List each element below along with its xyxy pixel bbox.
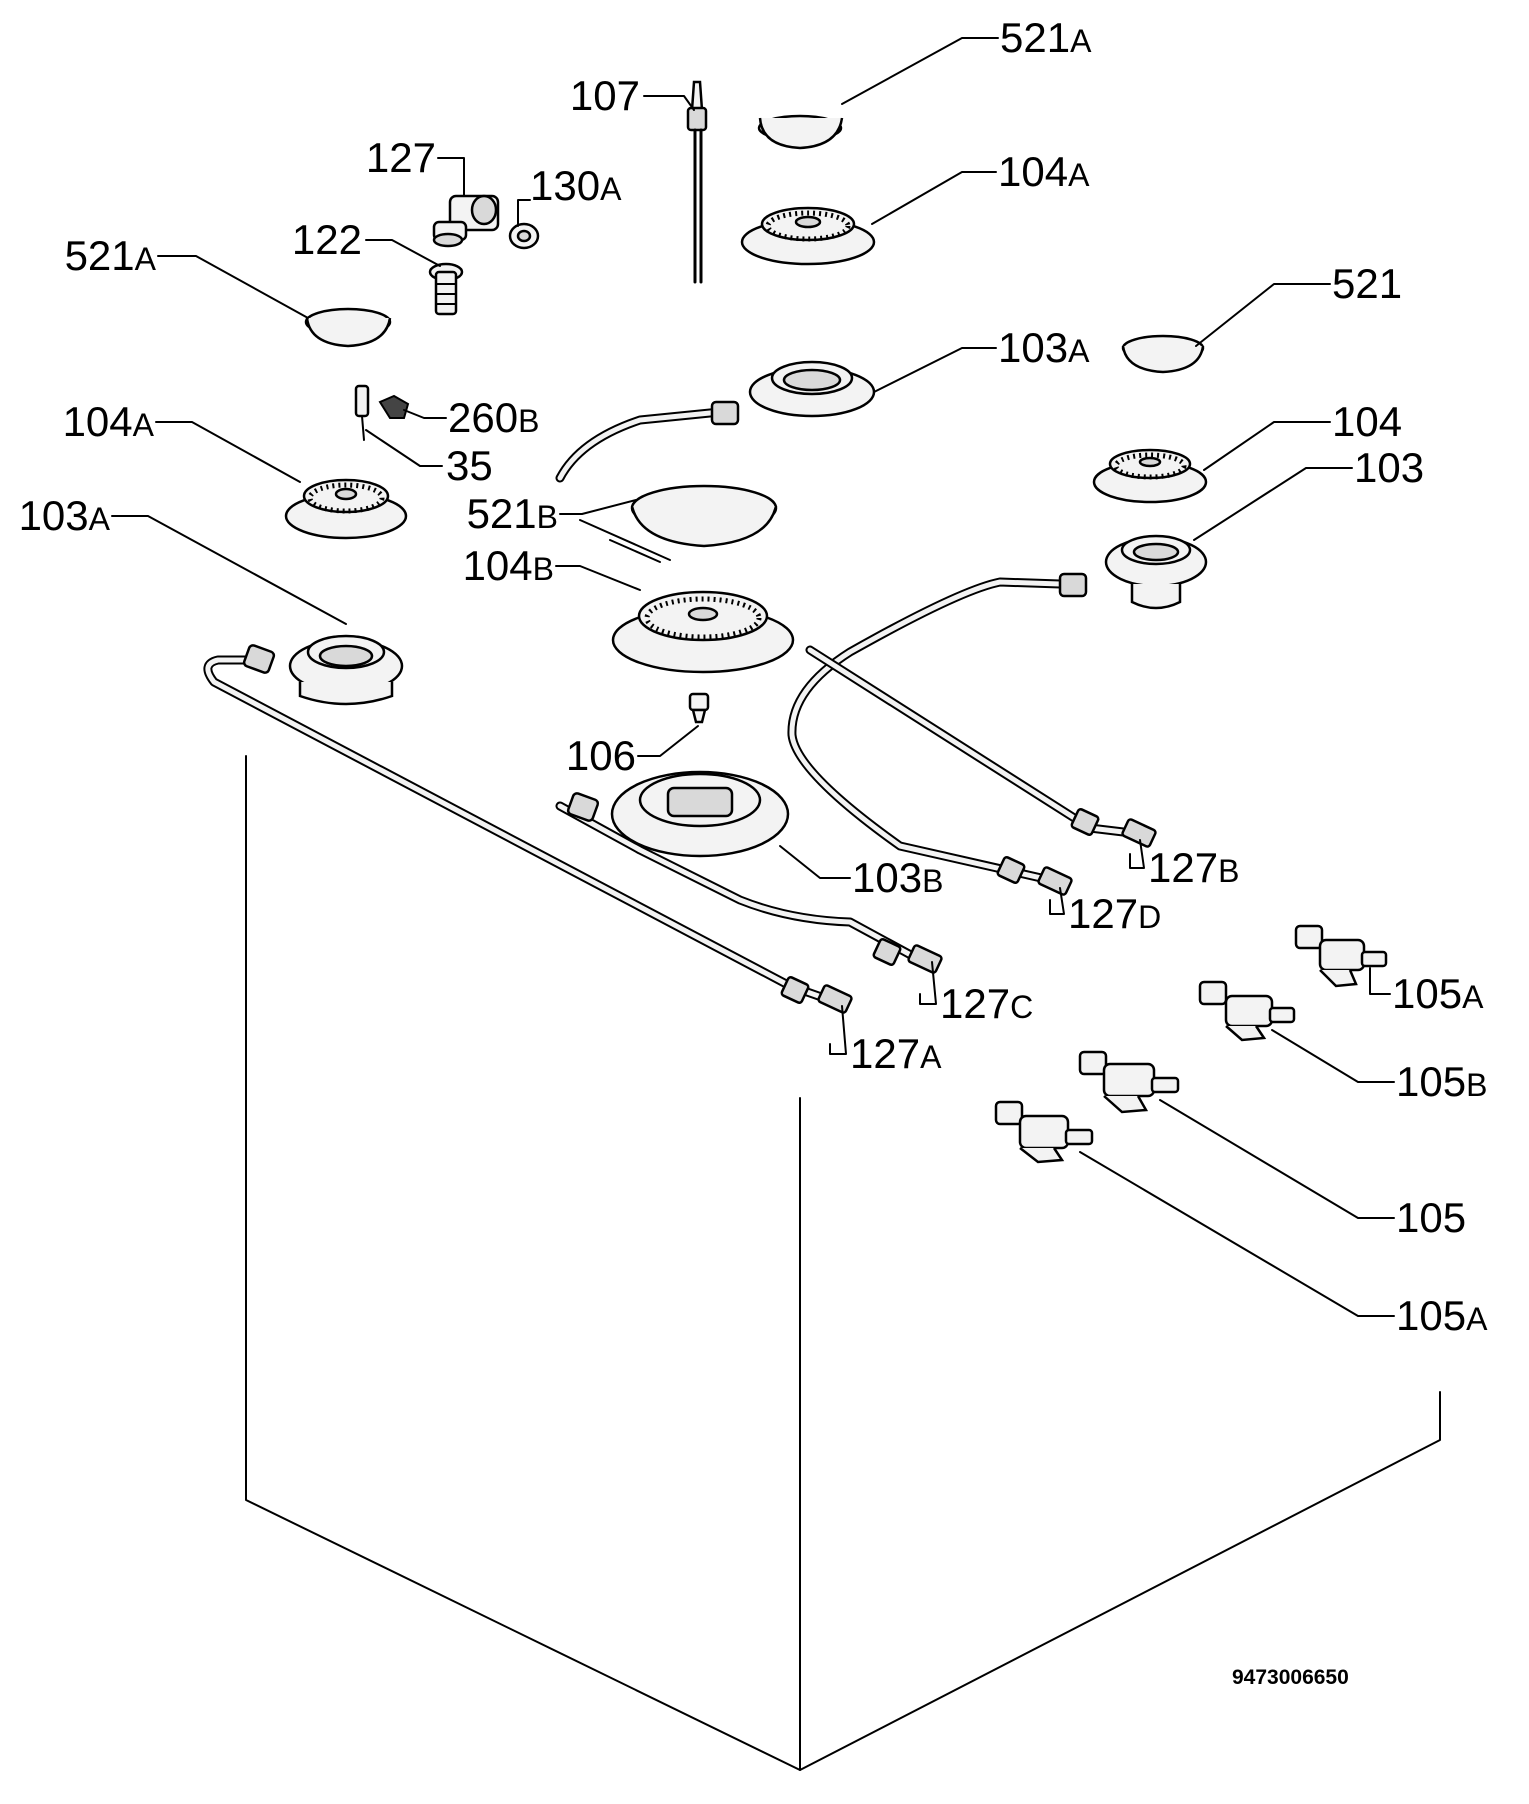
label-106: 106 <box>566 732 636 779</box>
thermocouple-35 <box>354 384 370 441</box>
label-127b: 127B <box>1148 844 1239 891</box>
pipe-couplers <box>242 400 1157 1014</box>
label-103b: 103B <box>852 854 943 901</box>
washer-130a <box>508 222 540 250</box>
label-105: 105 <box>1396 1194 1466 1241</box>
leader-lines <box>111 37 1395 1317</box>
label-35: 35 <box>446 442 493 489</box>
label-130a: 130A <box>530 162 622 209</box>
label-107: 107 <box>570 72 640 119</box>
burner-cap-521a-top <box>757 114 844 150</box>
label-104: 104 <box>1332 398 1402 445</box>
burner-cap-521a-left <box>304 307 392 348</box>
label-105a-top: 105A <box>1392 970 1484 1017</box>
label-104b: 104B <box>463 542 554 589</box>
label-521a-left: 521A <box>65 232 157 279</box>
label-104a-top: 104A <box>998 148 1090 195</box>
cabinet-outline <box>245 755 1441 1771</box>
document-id: 9473006650 <box>1232 1666 1349 1689</box>
gas-tap-105a-top <box>1294 924 1388 988</box>
gas-tap-105 <box>1078 1050 1180 1114</box>
label-127: 127 <box>366 134 436 181</box>
label-127a: 127A <box>850 1030 942 1077</box>
burner-base-103 <box>1104 534 1208 610</box>
label-127c: 127C <box>940 980 1033 1027</box>
label-260b: 260B <box>448 394 539 441</box>
ignition-electrode-107 <box>686 80 708 284</box>
label-103: 103 <box>1354 444 1424 491</box>
gas-tap-105a-bottom <box>994 1100 1094 1164</box>
part-labels: 521A 107 127 130A 104A 122 521A 521 103A… <box>19 14 1489 1339</box>
burner-base-103a-left <box>288 634 404 706</box>
elbow-fitting-127 <box>432 194 500 248</box>
burner-crown-104b <box>611 590 795 674</box>
burner-crown-104 <box>1092 448 1208 504</box>
label-122: 122 <box>292 216 362 263</box>
injector-106 <box>688 692 710 724</box>
label-103a-mid: 103A <box>998 324 1090 371</box>
label-103a-left: 103A <box>19 492 111 539</box>
burner-base-103b <box>610 770 790 858</box>
label-521a-top: 521A <box>1000 14 1092 61</box>
label-105b: 105B <box>1396 1058 1487 1105</box>
label-521: 521 <box>1332 260 1402 307</box>
burner-base-103a-mid <box>748 360 876 418</box>
gas-tap-105b <box>1198 980 1296 1042</box>
label-104a-left: 104A <box>63 398 155 445</box>
burner-cap-521 <box>1121 334 1205 374</box>
label-105a-bottom: 105A <box>1396 1292 1488 1339</box>
burner-crown-104a-top <box>740 206 876 266</box>
label-521b: 521B <box>467 490 558 537</box>
clip-260b <box>378 394 410 419</box>
burner-cap-521b <box>630 484 778 548</box>
connector-122 <box>428 262 464 316</box>
label-127d: 127D <box>1068 890 1161 937</box>
burner-crown-104a-left <box>284 478 408 540</box>
